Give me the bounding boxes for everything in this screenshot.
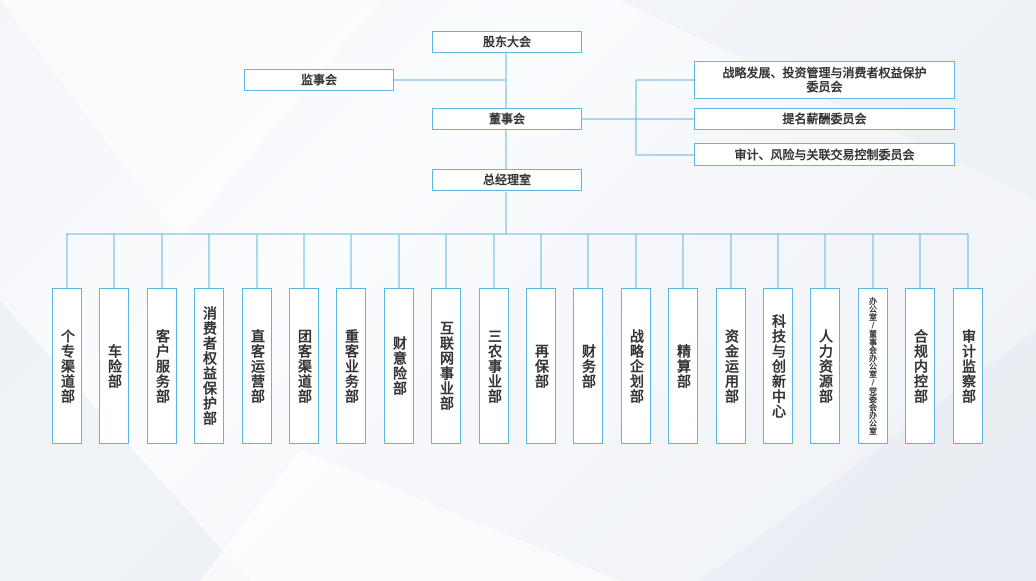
department-box: 团客渠道部 xyxy=(289,288,319,444)
department-box: 财务部 xyxy=(573,288,603,444)
department-box: 互联网事业部 xyxy=(431,288,461,444)
board-label: 董事会 xyxy=(488,112,525,126)
department-box: 再保部 xyxy=(526,288,556,444)
general-manager-label: 总经理室 xyxy=(482,173,531,187)
department-label: 审计监察部 xyxy=(960,328,976,404)
department-label: 精算部 xyxy=(675,343,691,389)
department-box: 车险部 xyxy=(99,288,129,444)
department-label: 直客运营部 xyxy=(249,328,265,404)
department-label: 财意险部 xyxy=(391,336,407,396)
department-label: 战略企划部 xyxy=(628,328,644,404)
department-box: 资金运用部 xyxy=(716,288,746,444)
department-box: 精算部 xyxy=(668,288,698,444)
department-label: 车险部 xyxy=(106,343,122,389)
department-label: 团客渠道部 xyxy=(296,328,312,404)
department-box: 客户服务部 xyxy=(147,288,177,444)
committee-audit-box: 审计、风险与关联交易控制委员会 xyxy=(694,143,955,166)
department-box: 消费者权益保护部 xyxy=(194,288,224,444)
supervisors-label: 监事会 xyxy=(300,73,337,87)
department-box: 人力资源部 xyxy=(810,288,840,444)
shareholders-label: 股东大会 xyxy=(482,35,531,49)
department-box: 重客业务部 xyxy=(336,288,366,444)
department-box: 个专渠道部 xyxy=(52,288,82,444)
general-manager-office-box: 总经理室 xyxy=(432,169,582,191)
committee-strategy-box: 战略发展、投资管理与消费者权益保护委员会 xyxy=(694,61,955,99)
department-box: 办公室/董事会办公室/党委会办公室 xyxy=(858,288,888,444)
committee-strategy-label: 战略发展、投资管理与消费者权益保护委员会 xyxy=(722,66,927,94)
department-box: 审计监察部 xyxy=(953,288,983,444)
department-box: 合规内控部 xyxy=(905,288,935,444)
board-of-supervisors-box: 监事会 xyxy=(244,69,394,91)
department-label: 重客业务部 xyxy=(343,328,359,404)
department-label: 三农事业部 xyxy=(486,328,502,404)
department-label: 客户服务部 xyxy=(154,328,170,404)
department-label: 资金运用部 xyxy=(723,328,739,404)
department-box: 直客运营部 xyxy=(242,288,272,444)
department-box: 战略企划部 xyxy=(621,288,651,444)
board-of-directors-box: 董事会 xyxy=(432,108,582,130)
department-box: 科技与创新中心 xyxy=(763,288,793,444)
department-box: 财意险部 xyxy=(384,288,414,444)
department-label: 财务部 xyxy=(580,343,596,389)
shareholders-meeting-box: 股东大会 xyxy=(432,31,582,53)
committee-audit-label: 审计、风险与关联交易控制委员会 xyxy=(734,147,915,162)
department-label: 合规内控部 xyxy=(912,328,928,404)
committee-nomination-label: 提名薪酬委员会 xyxy=(782,112,867,126)
department-label: 消费者权益保护部 xyxy=(201,306,217,426)
department-box: 三农事业部 xyxy=(479,288,509,444)
committee-nomination-box: 提名薪酬委员会 xyxy=(694,108,955,130)
department-label: 人力资源部 xyxy=(817,328,833,404)
department-label: 再保部 xyxy=(533,343,549,389)
department-label: 科技与创新中心 xyxy=(770,313,786,419)
department-label: 办公室/董事会办公室/党委会办公室 xyxy=(868,297,878,435)
department-label: 互联网事业部 xyxy=(438,321,454,411)
department-label: 个专渠道部 xyxy=(59,328,75,404)
